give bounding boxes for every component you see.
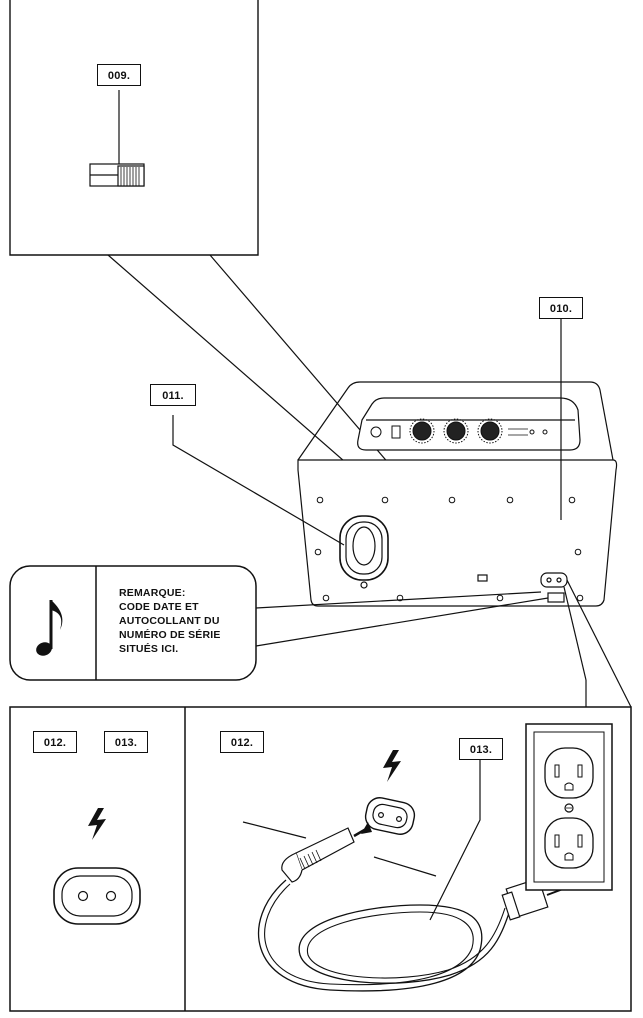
note-line: CODE DATE ET xyxy=(119,601,199,613)
note-line: REMARQUE: xyxy=(119,587,186,599)
note-line: AUTOCOLLANT DU xyxy=(119,615,220,627)
small-ac-inlet-icon xyxy=(364,797,416,835)
leader-011 xyxy=(172,415,345,546)
leader-013 xyxy=(429,760,481,921)
inset-panel-009 xyxy=(9,0,488,579)
rear-ac-inlet-icon xyxy=(540,572,568,588)
callout-012-left: 012. xyxy=(33,731,77,753)
callout-012-right: 012. xyxy=(220,731,264,753)
bottom-panel xyxy=(9,706,632,1012)
callout-013-left: 013. xyxy=(104,731,148,753)
slide-switch-icon xyxy=(89,163,145,187)
callout-013-right: 013. xyxy=(459,738,503,760)
note-line: NUMÉRO DE SÉRIE xyxy=(119,629,221,641)
power-cord-icon xyxy=(257,827,564,992)
callout-010: 010. xyxy=(539,297,583,319)
note-leader-top xyxy=(255,591,542,609)
lightning-bolt-icon-right xyxy=(383,750,401,782)
figure-8-ac-inlet-icon xyxy=(53,867,141,925)
screws xyxy=(314,496,584,602)
speaker-rear-view-icon xyxy=(297,381,618,607)
music-note-icon xyxy=(36,600,63,656)
lightning-bolt-icon xyxy=(88,808,106,840)
bass-port-icon xyxy=(339,515,389,589)
note-box xyxy=(9,565,257,681)
note-text: REMARQUE: CODE DATE ET AUTOCOLLANT DU NU… xyxy=(119,586,254,656)
control-knobs xyxy=(370,418,548,444)
note-leader-bottom xyxy=(255,597,549,647)
callout-009: 009. xyxy=(97,64,141,86)
note-line: SITUÉS ICI. xyxy=(119,643,179,655)
callout-011: 011. xyxy=(150,384,196,406)
wall-outlet-icon xyxy=(525,723,613,891)
